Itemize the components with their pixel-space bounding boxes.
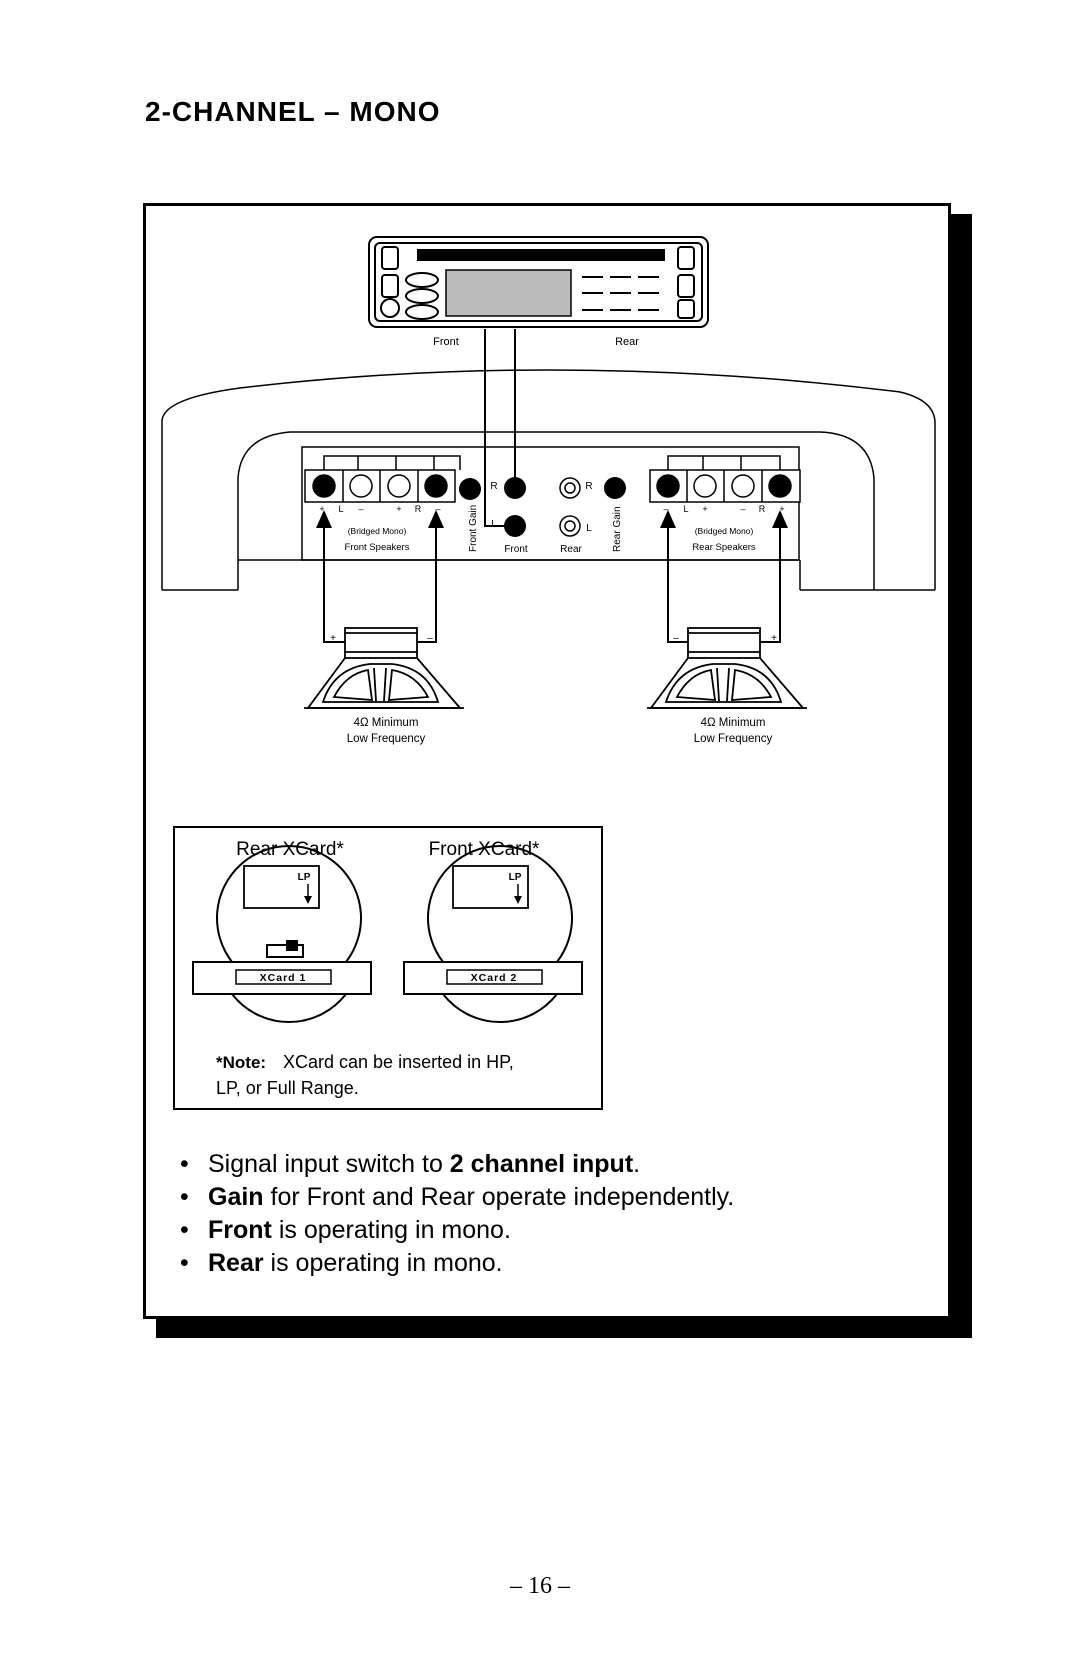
front-terminal-sign: – <box>435 504 440 514</box>
right-speaker-type: Low Frequency <box>694 733 773 745</box>
left-speaker-icon <box>304 627 464 709</box>
right-speaker-plus: + <box>771 633 777 644</box>
front-speakers-label: Front Speakers <box>345 542 410 553</box>
rear-terminal-block <box>649 455 801 503</box>
bullet-bold: Gain <box>208 1183 264 1211</box>
right-speaker-icon <box>647 627 807 709</box>
speaker-wires <box>323 512 781 643</box>
front-input-r-label: R <box>490 481 497 492</box>
bullet-glyph: • <box>180 1216 189 1244</box>
rear-input-jacks[interactable] <box>559 477 581 537</box>
rear-speakers-label: Rear Speakers <box>692 542 756 553</box>
right-speaker-impedance: 4Ω Minimum <box>701 717 766 729</box>
rear-lp-switch[interactable]: LP <box>243 865 320 909</box>
bullet-text: Signal input switch to <box>208 1150 450 1178</box>
xcard1-card[interactable] <box>235 969 332 985</box>
rear-terminal-sign: R <box>759 504 766 514</box>
head-unit <box>368 236 709 328</box>
list-item: • Rear is operating in mono. <box>180 1247 734 1280</box>
front-input-r-jack[interactable] <box>504 477 526 499</box>
bullet-text: . <box>633 1150 641 1178</box>
xcard-note-label: *Note: <box>216 1053 266 1072</box>
front-terminal-sign: R <box>415 504 422 514</box>
front-input-l-jack[interactable] <box>504 515 526 537</box>
rear-input-r-label: R <box>585 481 592 492</box>
rear-lp-label: LP <box>298 872 311 883</box>
xcard2-label: XCard 2 <box>471 972 518 984</box>
rear-terminal-sign: + <box>702 504 707 514</box>
front-bridged-label: (Bridged Mono) <box>348 526 407 536</box>
rear-input-label: Rear <box>560 544 582 555</box>
bullet-bold: Front <box>208 1216 272 1244</box>
front-terminal-block <box>304 455 461 503</box>
head-unit-rear-label: Rear <box>615 336 639 348</box>
amplifier-chassis <box>161 369 936 591</box>
bullet-glyph: • <box>180 1183 189 1211</box>
front-terminal-sign: L <box>338 504 343 514</box>
rear-terminal-sign: – <box>663 504 668 514</box>
front-input-l-label: L <box>491 519 497 530</box>
page-number: – 16 – <box>510 1573 570 1599</box>
rear-input-l-label: L <box>586 523 592 534</box>
bullet-text: is operating in mono. <box>271 1216 511 1244</box>
rear-terminal-signs: – L + – R + <box>663 504 784 514</box>
front-lp-switch[interactable]: LP <box>452 865 529 909</box>
left-speaker-plus: + <box>330 633 336 644</box>
xcard2-card[interactable] <box>446 969 543 985</box>
rear-gain-label: Rear Gain <box>612 506 623 552</box>
bullet-text: is operating in mono. <box>263 1249 503 1277</box>
head-unit-front-label: Front <box>433 336 459 348</box>
xcard1-label: XCard 1 <box>260 972 307 984</box>
rear-bridged-label: (Bridged Mono) <box>695 526 754 536</box>
signal-cables <box>484 329 516 527</box>
front-gain-label: Front Gain <box>468 505 479 552</box>
xcard1-socket <box>192 845 372 1023</box>
front-terminal-sign: + <box>319 504 324 514</box>
page-title: 2-CHANNEL – MONO <box>145 96 441 127</box>
bullet-text: for Front and Rear operate independently… <box>263 1183 735 1211</box>
left-speaker-impedance: 4Ω Minimum <box>354 717 419 729</box>
left-speaker-minus: – <box>427 633 433 644</box>
bullet-bold: 2 channel input <box>449 1150 634 1178</box>
feature-list: • Signal input switch to 2 channel input.… <box>180 1148 734 1280</box>
xcard-note-line2: LP, or Full Range. <box>216 1078 359 1098</box>
front-xcard-title: Front XCard* <box>429 839 540 860</box>
front-lp-label: LP <box>509 872 522 883</box>
rear-terminal-sign: + <box>779 504 784 514</box>
front-terminal-sign: – <box>358 504 363 514</box>
list-item: • Front is operating in mono. <box>180 1214 734 1247</box>
xcard-note-line1: XCard can be inserted in HP, <box>283 1052 514 1072</box>
front-terminal-sign: + <box>396 504 401 514</box>
rear-terminal-sign: L <box>683 504 688 514</box>
right-speaker-minus: – <box>673 633 679 644</box>
list-item: • Gain for Front and Rear operate indepen… <box>180 1181 734 1214</box>
bullet-glyph: • <box>180 1150 189 1178</box>
rear-gain-knob[interactable] <box>604 477 626 499</box>
rear-terminal-sign: – <box>740 504 745 514</box>
left-speaker-type: Low Frequency <box>347 733 426 745</box>
bullet-glyph: • <box>180 1249 189 1277</box>
bullet-bold: Rear <box>208 1249 264 1277</box>
xcard-box <box>173 826 603 1110</box>
wire-arrows <box>316 510 788 528</box>
rear-xcard-title: Rear XCard* <box>236 839 344 860</box>
list-item: • Signal input switch to 2 channel input. <box>180 1148 734 1181</box>
front-input-label: Front <box>504 544 528 555</box>
front-gain-knob[interactable] <box>459 478 481 500</box>
diagram-frame <box>143 203 951 1319</box>
front-terminal-signs: + L – + R – <box>319 504 440 514</box>
xcard2-socket <box>403 845 583 1023</box>
